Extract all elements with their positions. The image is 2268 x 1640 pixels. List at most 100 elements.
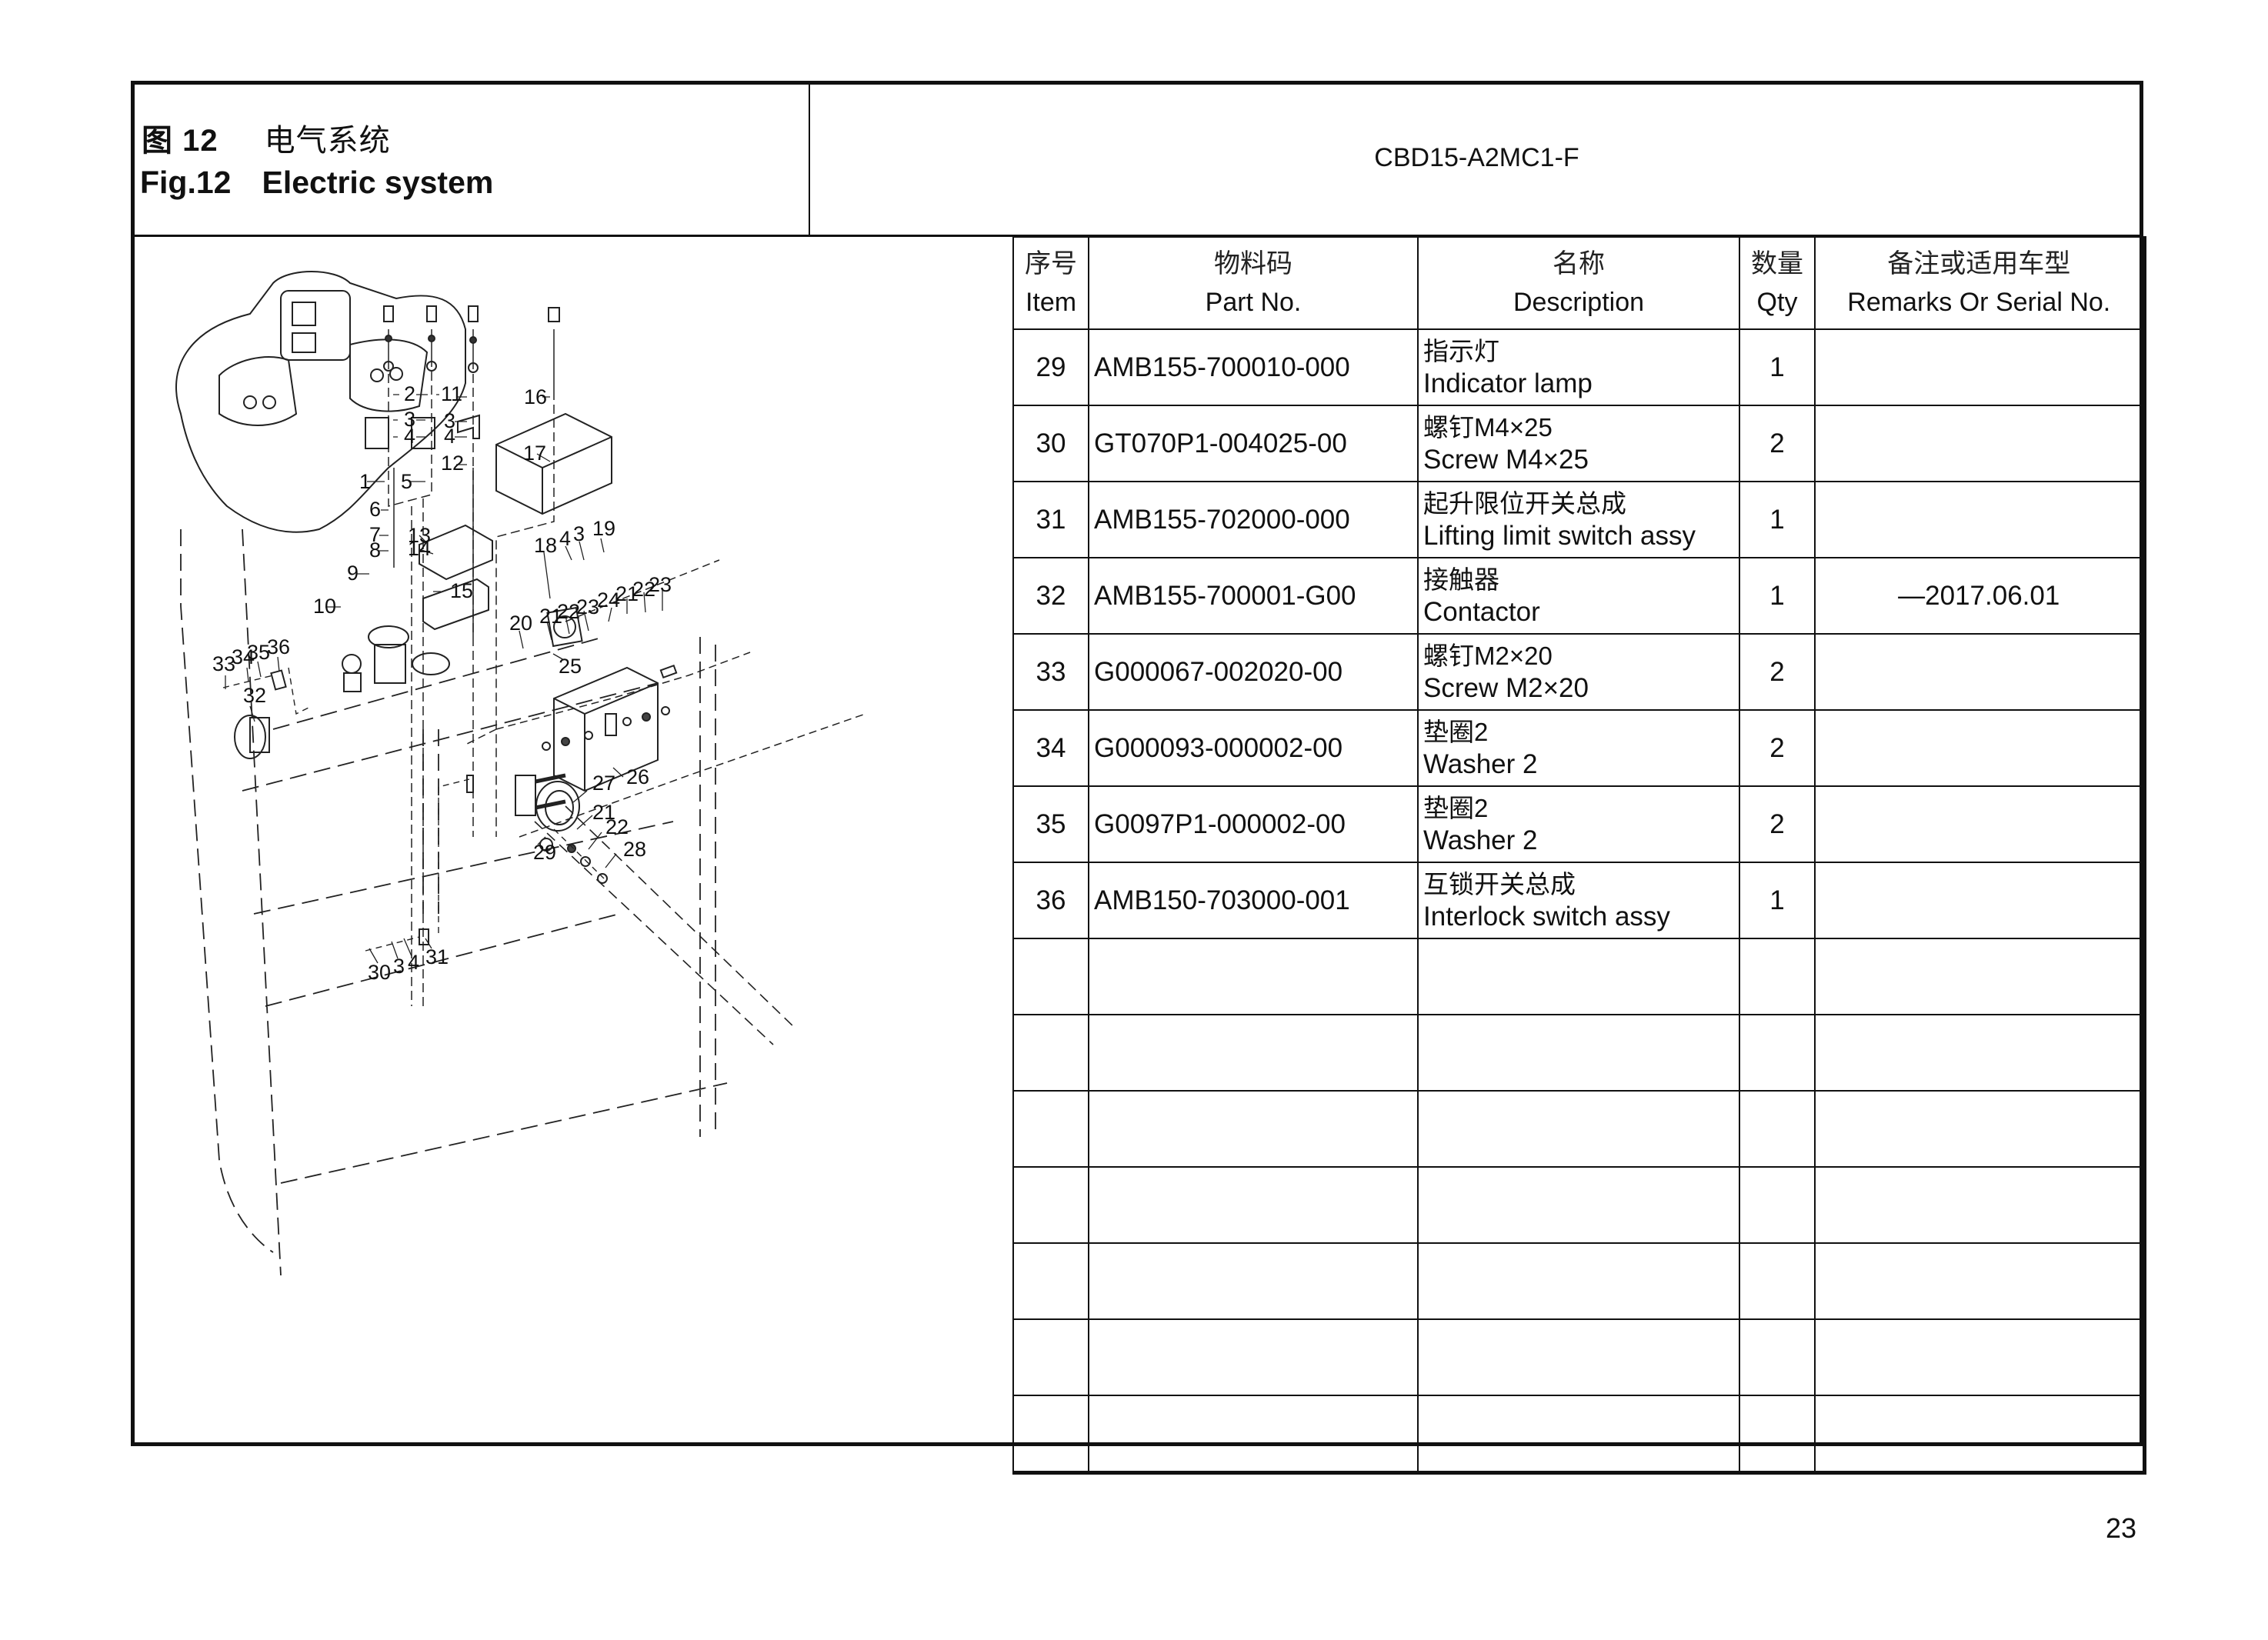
svg-text:24: 24 — [597, 588, 620, 612]
part-no-cell — [1088, 1166, 1419, 1244]
bracket-12 — [457, 414, 480, 439]
svg-text:4: 4 — [408, 951, 419, 974]
qty-cell: 1 — [1739, 557, 1816, 635]
svg-text:17: 17 — [523, 442, 546, 465]
item-cell: 34 — [1012, 709, 1089, 787]
qty-cell — [1739, 1395, 1816, 1475]
remarks-cell — [1814, 1318, 2146, 1396]
table-row-empty — [1012, 1242, 2146, 1320]
remarks-cell — [1814, 709, 2146, 787]
part-no-cell: AMB150-703000-001 — [1088, 862, 1419, 939]
relay-1 — [365, 417, 389, 449]
svg-text:23: 23 — [576, 595, 599, 618]
tiller-handle-outline — [175, 271, 466, 533]
svg-text:16: 16 — [524, 385, 547, 408]
emergency-stop-button-9 — [368, 625, 409, 648]
interlock-switch-36 — [270, 669, 287, 691]
svg-text:5: 5 — [401, 470, 412, 493]
remarks-cell — [1814, 633, 2146, 711]
description-cell — [1417, 1242, 1740, 1320]
qty-cell — [1739, 1014, 1816, 1092]
relay-5 — [411, 417, 435, 449]
model-number: CBD15-A2MC1-F — [1374, 143, 1579, 172]
chassis-dashed-outline — [180, 528, 728, 1276]
item-cell — [1012, 1166, 1089, 1244]
svg-text:18: 18 — [534, 534, 557, 557]
item-cell: 29 — [1012, 328, 1089, 406]
svg-text:35: 35 — [247, 641, 270, 664]
description-cell — [1417, 938, 1740, 1015]
part-no-cell — [1088, 1395, 1419, 1475]
qty-cell — [1739, 1166, 1816, 1244]
part-no-cell: G0097P1-000002-00 — [1088, 785, 1419, 863]
svg-text:15: 15 — [450, 579, 473, 602]
fuse-24 — [605, 713, 617, 736]
table-row-empty — [1012, 1395, 2146, 1475]
key-switch-10 — [342, 654, 362, 674]
description-cell — [1417, 1395, 1740, 1475]
svg-text:3: 3 — [393, 955, 405, 978]
lifting-limit-switch-31 — [419, 928, 429, 945]
qty-cell — [1739, 1318, 1816, 1396]
svg-text:20: 20 — [509, 612, 532, 635]
svg-text:9: 9 — [347, 562, 359, 585]
item-cell — [1012, 1014, 1089, 1092]
part-no-cell — [1088, 1090, 1419, 1168]
cooling-fan-18 — [546, 606, 583, 648]
table-row-empty — [1012, 1166, 2146, 1244]
table-row-empty — [1012, 938, 2146, 1015]
display-unit-13 — [419, 524, 493, 581]
part-no-cell — [1088, 1318, 1419, 1396]
remarks-cell — [1814, 405, 2146, 482]
qty-cell: 2 — [1739, 633, 1816, 711]
part-no-cell: AMB155-700001-G00 — [1088, 557, 1419, 635]
item-cell — [1012, 1318, 1089, 1396]
remarks-cell — [1814, 481, 2146, 558]
item-cell — [1012, 938, 1089, 1015]
svg-text:10: 10 — [313, 595, 336, 618]
svg-text:36: 36 — [267, 635, 290, 658]
remarks-cell — [1814, 862, 2146, 939]
indicator-lamp-29 — [539, 838, 553, 852]
svg-text:3: 3 — [444, 409, 455, 432]
svg-text:13: 13 — [408, 524, 431, 547]
table-row-empty — [1012, 1014, 2146, 1092]
qty-cell: 2 — [1739, 405, 1816, 482]
part-no-cell: AMB155-700010-000 — [1088, 328, 1419, 406]
part-no-cell — [1088, 938, 1419, 1015]
qty-cell: 2 — [1739, 709, 1816, 787]
controller-box-17 — [495, 412, 612, 515]
fuse-holder-20 — [515, 775, 536, 816]
header-divider — [131, 235, 2143, 237]
figure-title-en: Electric system — [262, 165, 494, 200]
svg-text:2: 2 — [404, 382, 415, 405]
qty-cell — [1739, 1242, 1816, 1320]
item-cell: 35 — [1012, 785, 1089, 863]
callout-labels: 1 2 3 4 11 3 4 5 12 16 17 6 7 8 13 14 9 … — [212, 382, 672, 984]
part-no-cell — [1088, 1014, 1419, 1092]
svg-text:22: 22 — [632, 578, 655, 601]
svg-text:6: 6 — [369, 498, 381, 521]
part-no-cell — [1088, 1242, 1419, 1320]
item-cell — [1012, 1090, 1089, 1168]
qty-cell: 2 — [1739, 785, 1816, 863]
item-cell: 33 — [1012, 633, 1089, 711]
svg-text:21: 21 — [615, 582, 639, 605]
svg-text:11: 11 — [441, 382, 462, 405]
